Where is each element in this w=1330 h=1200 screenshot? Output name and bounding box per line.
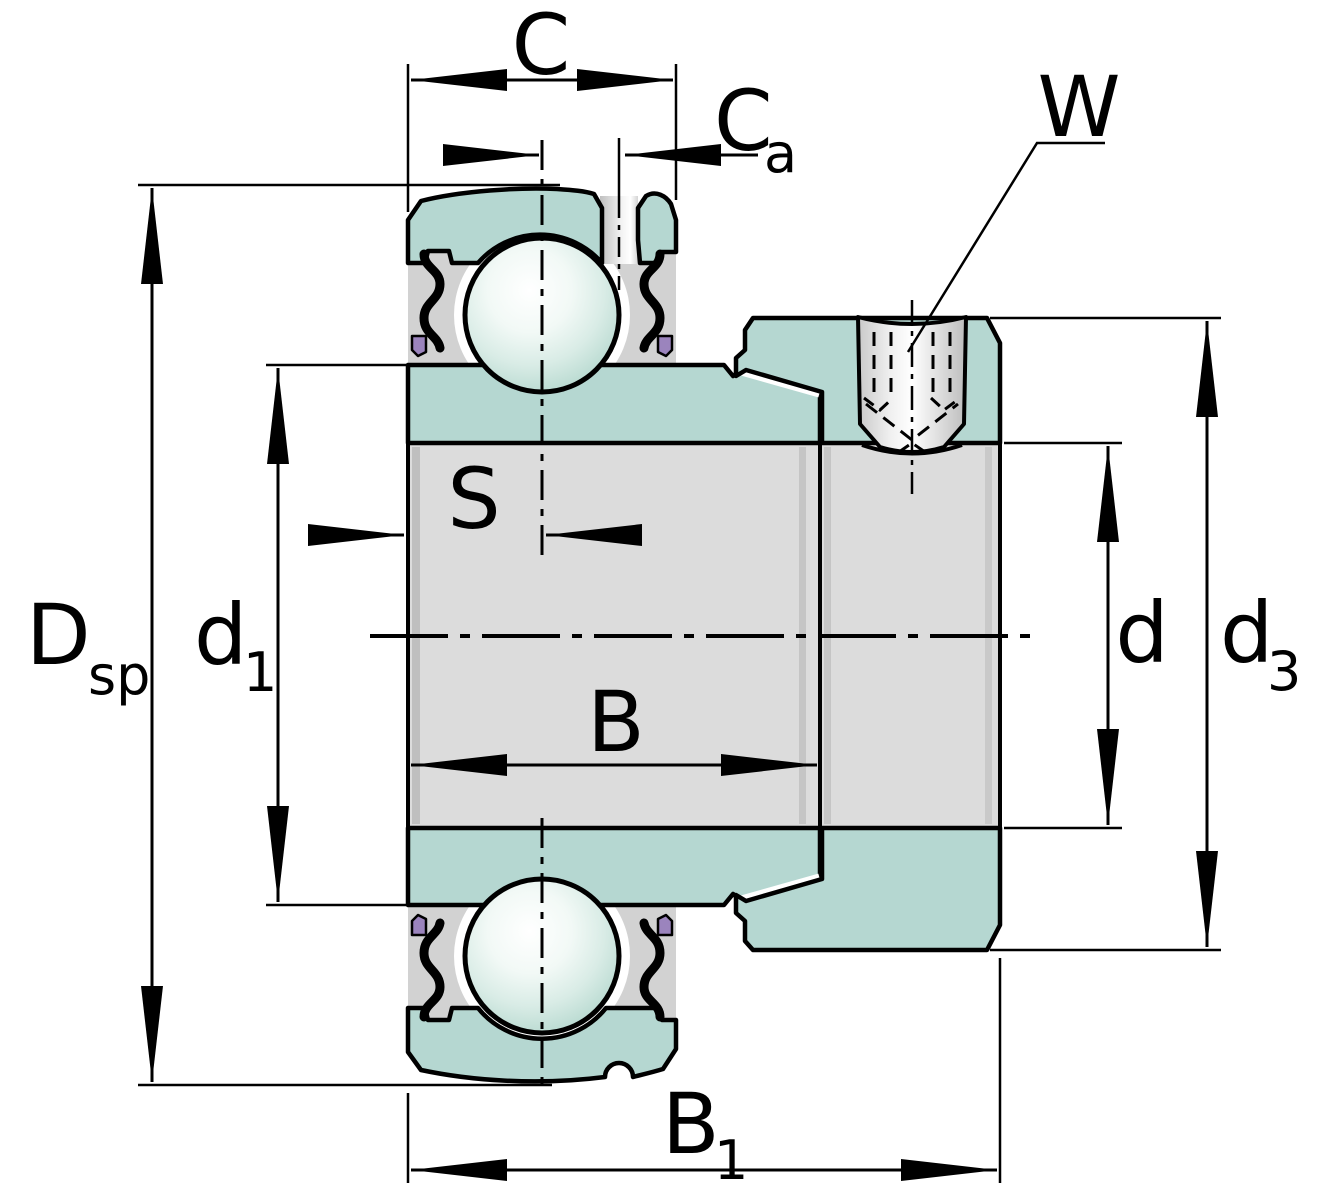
dimension-w-leader: W	[906, 58, 1121, 353]
label-w: W	[1037, 58, 1120, 156]
label-ca: C	[714, 72, 773, 170]
bearing-bottom-section	[405, 825, 1003, 1084]
label-b1-sub: 1	[714, 1129, 748, 1192]
label-ca-sub: a	[764, 122, 797, 185]
seal-lip-bottom-left	[410, 913, 428, 937]
dimension-d1: d 1	[194, 363, 406, 907]
seal-lip-bottom-right	[656, 913, 674, 937]
label-dsp-sub: sp	[88, 644, 150, 707]
seal-top-right	[639, 249, 665, 353]
collar-gap-highlight-top	[740, 370, 820, 398]
screw-tip-arc	[861, 443, 963, 456]
seal-bottom-left	[419, 918, 445, 1022]
centerlines	[370, 138, 1042, 1092]
label-b1: B	[662, 1075, 720, 1173]
dimension-s: S	[308, 450, 642, 548]
label-b: B	[587, 673, 645, 771]
set-screw	[856, 300, 968, 494]
locking-collar-bottom	[733, 825, 1003, 953]
leader-line	[906, 141, 1105, 353]
outer-ring-top-left	[405, 186, 605, 266]
dimension-b1: B 1	[406, 958, 1002, 1192]
label-dsp: D	[26, 586, 91, 684]
dimension-d3: d 3	[990, 316, 1301, 952]
seal-lip-top-right	[656, 334, 674, 358]
label-c: C	[512, 0, 571, 94]
screw-tip-chevron	[898, 441, 926, 454]
screw-tip-cone	[865, 402, 959, 442]
dimension-ca: C a	[443, 72, 797, 185]
dimension-dsp: D sp	[26, 183, 560, 1087]
label-s: S	[447, 450, 500, 548]
label-d3: d	[1220, 584, 1273, 682]
dimension-c: C	[406, 0, 678, 212]
thread-runout-left	[863, 396, 895, 412]
dimension-d: d	[1004, 441, 1169, 830]
seal-bottom-right	[639, 918, 665, 1022]
label-d1-sub: 1	[243, 641, 277, 704]
label-d3-sub: 3	[1267, 640, 1301, 703]
seal-lip-top-left	[410, 334, 428, 358]
label-d: d	[1115, 584, 1168, 682]
collar-gap-highlight-bottom	[740, 873, 820, 901]
label-d1: d	[194, 586, 247, 684]
dimension-b: B	[411, 673, 817, 776]
thread-runout-right	[929, 396, 961, 412]
seal-top-left	[419, 249, 445, 353]
